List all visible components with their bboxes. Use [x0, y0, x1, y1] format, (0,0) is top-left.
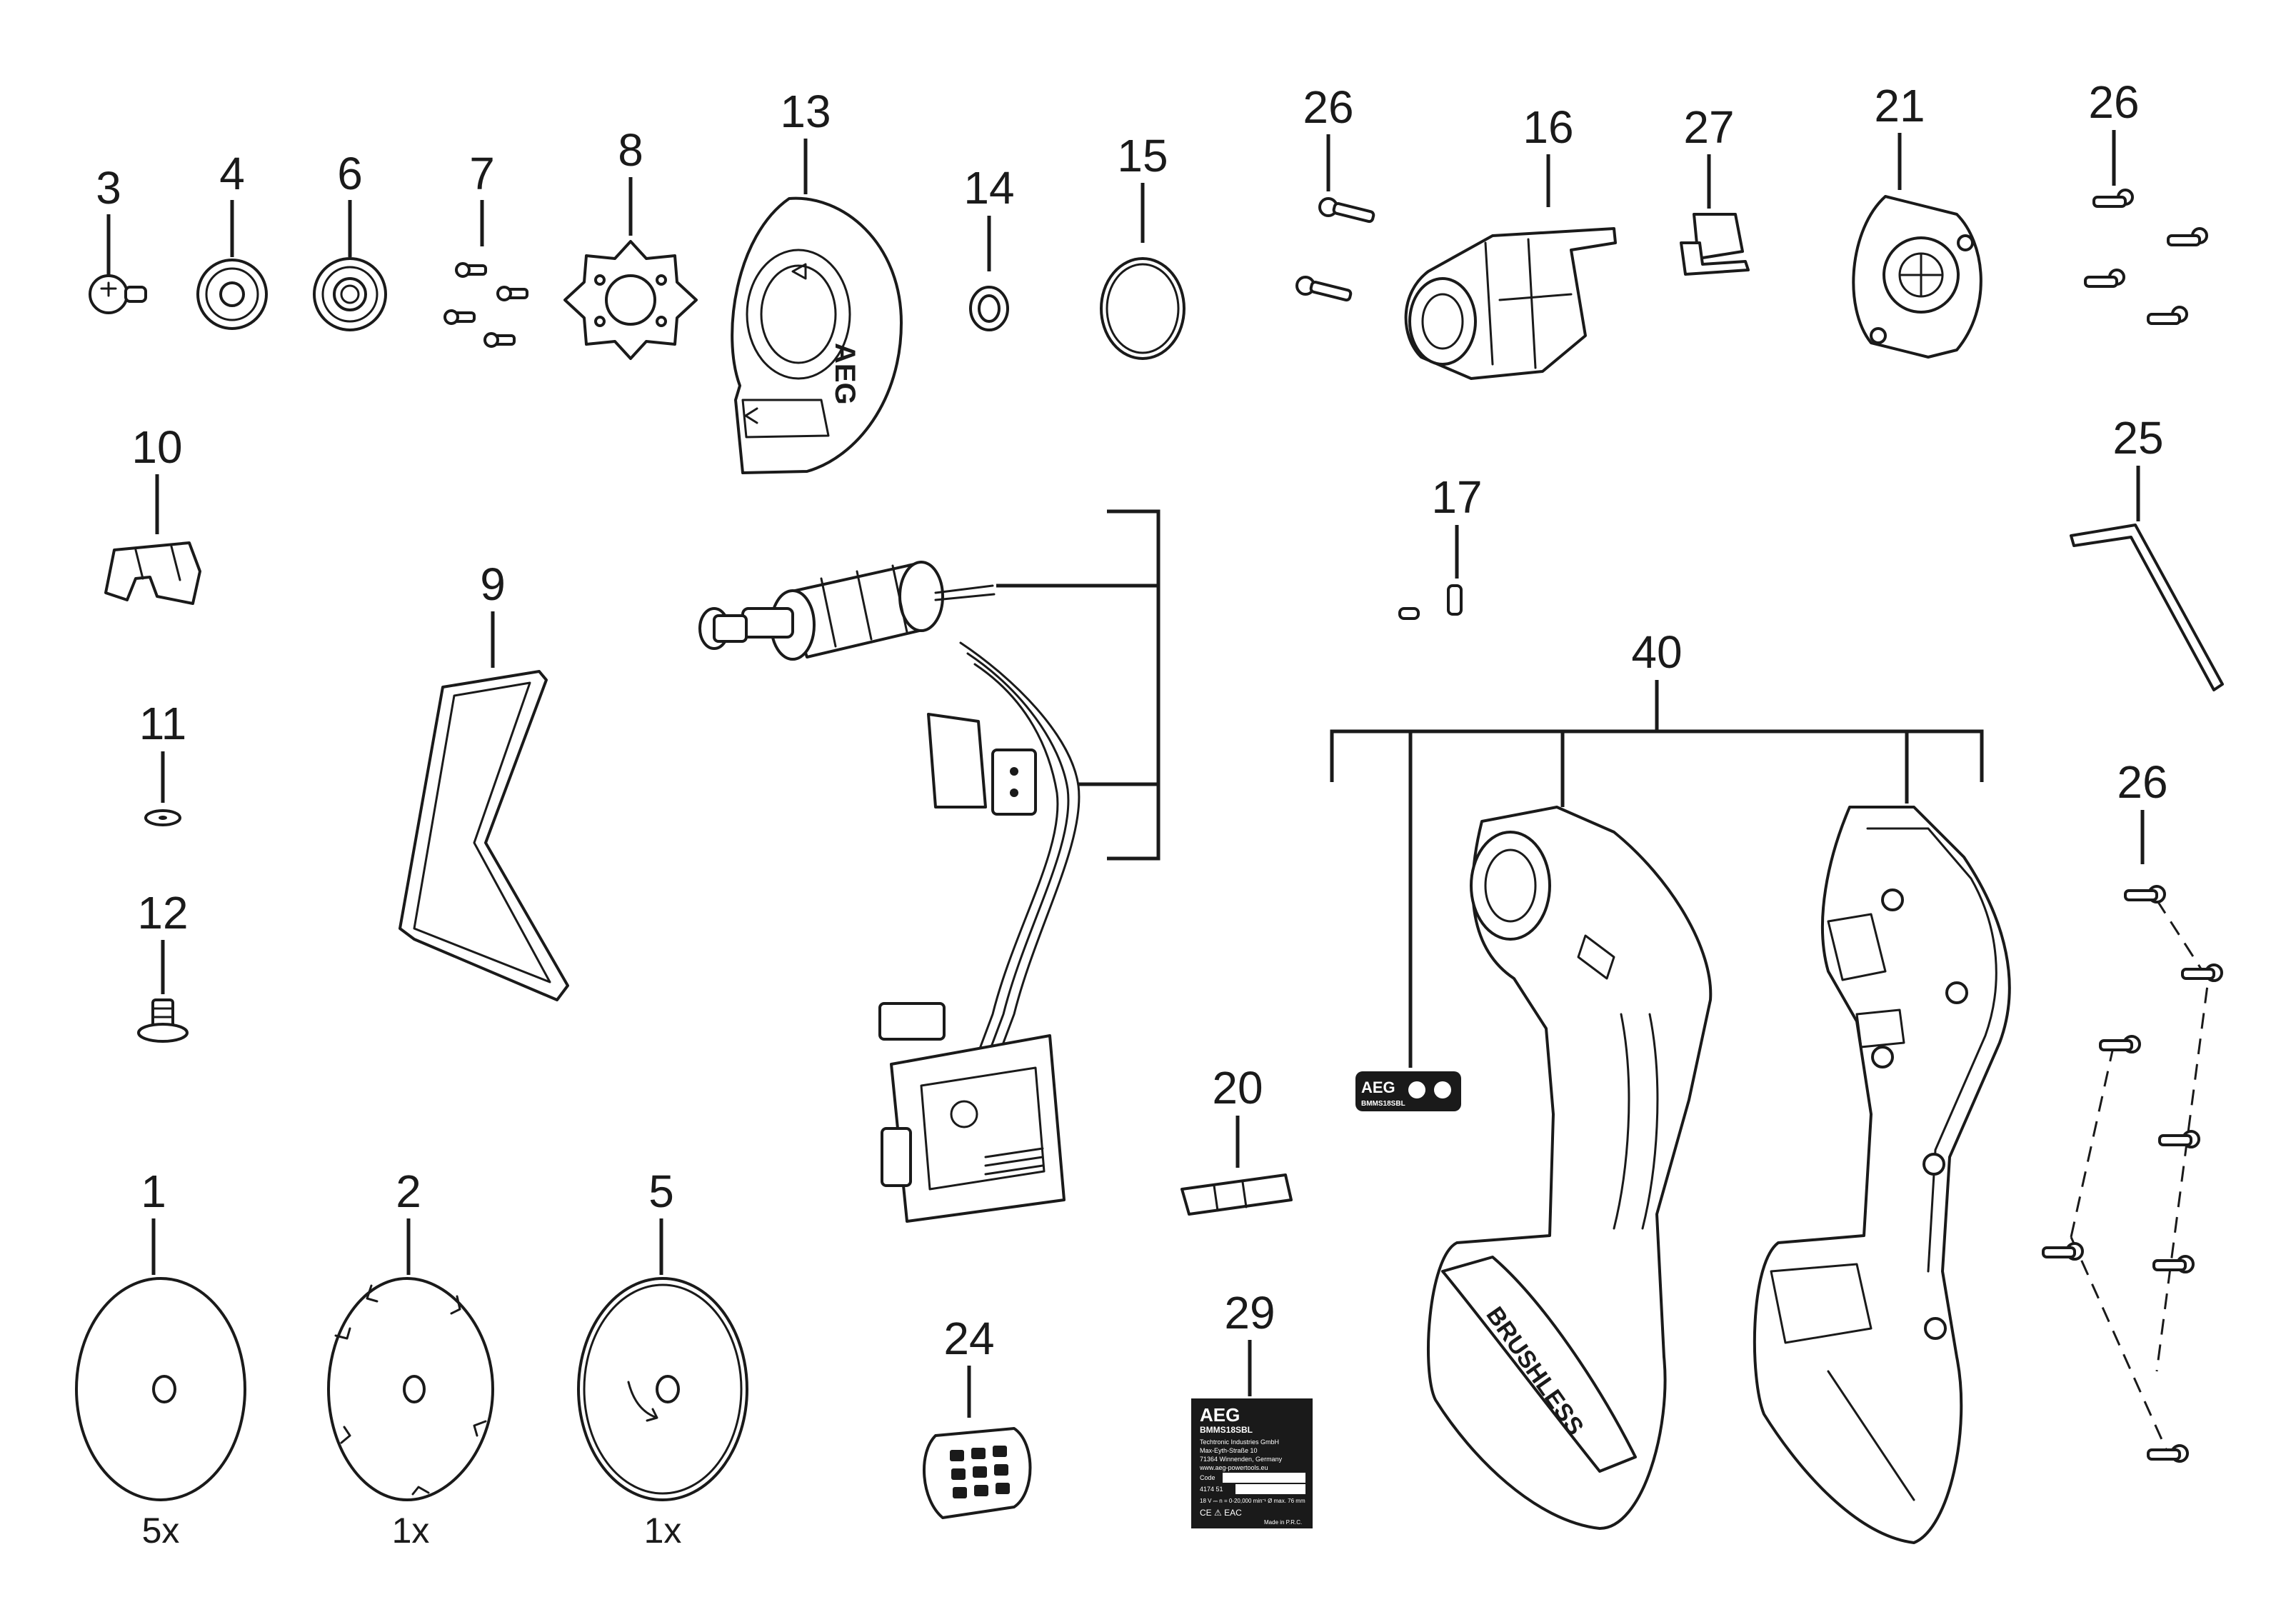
- plate-model: BMMS18SBL: [1200, 1425, 1253, 1435]
- part-11-small-washer: 11: [139, 698, 186, 826]
- quantity-2: 1x: [392, 1511, 430, 1551]
- part-15-o-ring: 15: [1100, 130, 1185, 360]
- quantity-5: 1x: [644, 1511, 682, 1551]
- callout-5: 5: [648, 1166, 674, 1217]
- callout-9: 9: [480, 559, 506, 610]
- callout-10: 10: [131, 421, 182, 473]
- part-12-bolt: 12: [137, 887, 189, 1043]
- callout-1: 1: [141, 1166, 166, 1217]
- callout-3: 3: [96, 162, 121, 214]
- callout-4: 4: [219, 148, 245, 199]
- part-10-clip: 10: [104, 421, 201, 605]
- quantity-1: 5x: [142, 1511, 180, 1551]
- motor-wiring-assembly: [698, 561, 1081, 1223]
- plate-line-4: www.aeg-powertools.eu: [1199, 1464, 1268, 1471]
- part-14-washer: 14: [963, 162, 1015, 331]
- plate-line-3: 71364 Winnenden, Germany: [1200, 1456, 1283, 1463]
- callout-12: 12: [137, 887, 188, 938]
- callout-29: 29: [1224, 1287, 1275, 1338]
- part-40-housing-set: 40 AEG BMMS18SBL BRUSHLESS: [1330, 626, 2011, 1544]
- part-5-blade: 5 1x: [577, 1166, 748, 1551]
- plate-code: 4174 51: [1200, 1486, 1223, 1493]
- callout-7: 7: [469, 148, 495, 199]
- callout-16: 16: [1523, 101, 1573, 153]
- part-4-flange-nut: 4: [196, 148, 268, 330]
- callout-17: 17: [1431, 471, 1482, 523]
- part-26-screws-column: 26: [2042, 756, 2223, 1463]
- part-8-base-plate: 8: [563, 124, 698, 360]
- housing-left-half: BRUSHLESS: [1427, 806, 1713, 1530]
- part-27-switch-slider: 27: [1680, 101, 1750, 276]
- part-13-blade-guard: 13 AEG: [731, 86, 903, 474]
- plate-origin: Made in P.R.C.: [1264, 1519, 1302, 1526]
- callout-13: 13: [780, 86, 831, 137]
- callout-11: 11: [139, 698, 186, 749]
- callout-15: 15: [1117, 130, 1168, 181]
- callout-24: 24: [943, 1313, 994, 1364]
- part-9-guide-frame: 9: [398, 559, 569, 1001]
- part-6-flange: 6: [313, 148, 387, 331]
- callout-26-top: 26: [1303, 81, 1353, 133]
- part-24-battery-terminal: 24: [923, 1313, 1032, 1519]
- callout-26-column: 26: [2117, 756, 2167, 808]
- callout-6: 6: [337, 148, 363, 199]
- part-1-blade: 1 5x: [75, 1166, 246, 1551]
- housing-right-half: [1753, 806, 2011, 1544]
- part-3-screw: 3: [89, 162, 147, 314]
- callout-26-right: 26: [2088, 76, 2139, 128]
- part-17-pins: 17: [1398, 471, 1483, 620]
- part-7-screws: 7: [443, 148, 528, 348]
- plate-rating: 18 V ⎓ n = 0-20,000 min⁻¹ Ø max. 76 mm: [1200, 1498, 1305, 1504]
- callout-8: 8: [618, 124, 643, 176]
- badge-brand: AEG: [1361, 1078, 1395, 1096]
- callout-25: 25: [2112, 412, 2163, 464]
- assembly-bracket: [996, 509, 1160, 861]
- guard-brand-label: AEG: [829, 343, 861, 405]
- part-16-gear-housing: 16: [1404, 101, 1617, 380]
- part-20-switch-piece: 20: [1180, 1062, 1293, 1216]
- callout-2: 2: [396, 1166, 421, 1217]
- part-21-end-cap: 21: [1852, 80, 1982, 359]
- plate-code-label: Code: [1200, 1474, 1215, 1481]
- part-25-hex-key: 25: [2070, 412, 2224, 691]
- plate-brand: AEG: [1200, 1404, 1240, 1426]
- part-29-rating-plate: 29 AEG BMMS18SBL Techtronic Industries G…: [1191, 1287, 1313, 1528]
- callout-40: 40: [1631, 626, 1682, 678]
- part-26-screws-pair: 26: [1295, 81, 1375, 302]
- plate-line-2: Max-Eyth-Straße 10: [1200, 1447, 1258, 1454]
- plate-marks: CE ⚠ EAC: [1200, 1508, 1242, 1518]
- part-2-blade: 2 1x: [327, 1166, 494, 1551]
- badge-model: BMMS18SBL: [1361, 1100, 1405, 1108]
- plate-line-1: Techtronic Industries GmbH: [1200, 1438, 1279, 1446]
- callout-27: 27: [1683, 101, 1734, 153]
- callout-14: 14: [963, 162, 1014, 214]
- housing-badge: AEG BMMS18SBL: [1355, 1071, 1461, 1111]
- callout-21: 21: [1874, 80, 1925, 131]
- part-26-screws-four: 26: [2084, 76, 2208, 325]
- callout-20: 20: [1212, 1062, 1263, 1113]
